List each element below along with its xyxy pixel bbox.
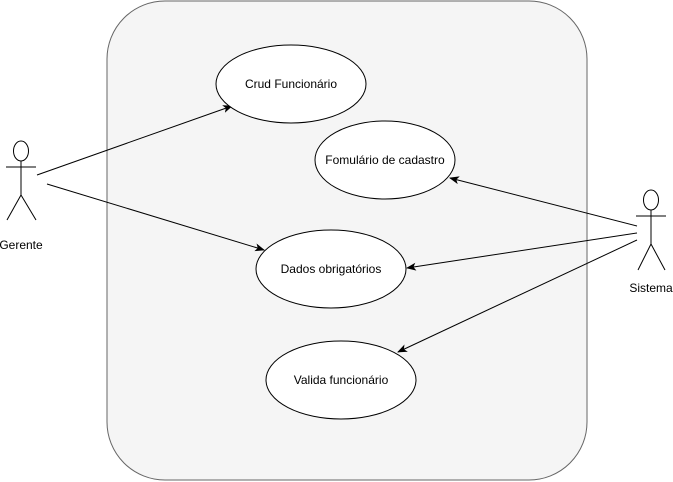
use-case-dados-obrigatorios[interactable]: Dados obrigatórios xyxy=(255,229,407,309)
association-sistema-formulario[interactable] xyxy=(449,176,638,227)
association-gerente-dados[interactable] xyxy=(46,183,265,252)
use-case-crud-funcionario[interactable]: Crud Funcionário xyxy=(215,44,367,124)
use-case-ellipse[interactable] xyxy=(265,340,417,420)
actor-sistema[interactable]: Sistema xyxy=(629,189,673,295)
stick-figure-icon xyxy=(6,140,37,221)
use-case-ellipse[interactable] xyxy=(314,120,456,200)
use-case-label: Valida funcionário xyxy=(294,373,389,387)
association-sistema-dados[interactable] xyxy=(406,232,638,271)
stick-figure-icon xyxy=(636,189,666,271)
association-sistema-valida[interactable] xyxy=(397,239,638,353)
actor-label: Sistema xyxy=(629,281,673,295)
associations-group xyxy=(36,105,638,353)
use-case-label: Dados obrigatórios xyxy=(281,262,382,276)
use-case-ellipse[interactable] xyxy=(215,44,367,124)
use-case-label: Fomulário de cadastro xyxy=(325,153,445,167)
actor-gerente[interactable]: Gerente xyxy=(0,140,43,252)
association-gerente-crud[interactable] xyxy=(36,105,233,176)
use-case-valida-funcionario[interactable]: Valida funcionário xyxy=(265,340,417,420)
use-case-ellipse[interactable] xyxy=(255,229,407,309)
actor-label: Gerente xyxy=(0,238,43,252)
use-case-label: Crud Funcionário xyxy=(245,77,337,91)
use-case-formulario-cadastro[interactable]: Fomulário de cadastro xyxy=(314,120,456,200)
